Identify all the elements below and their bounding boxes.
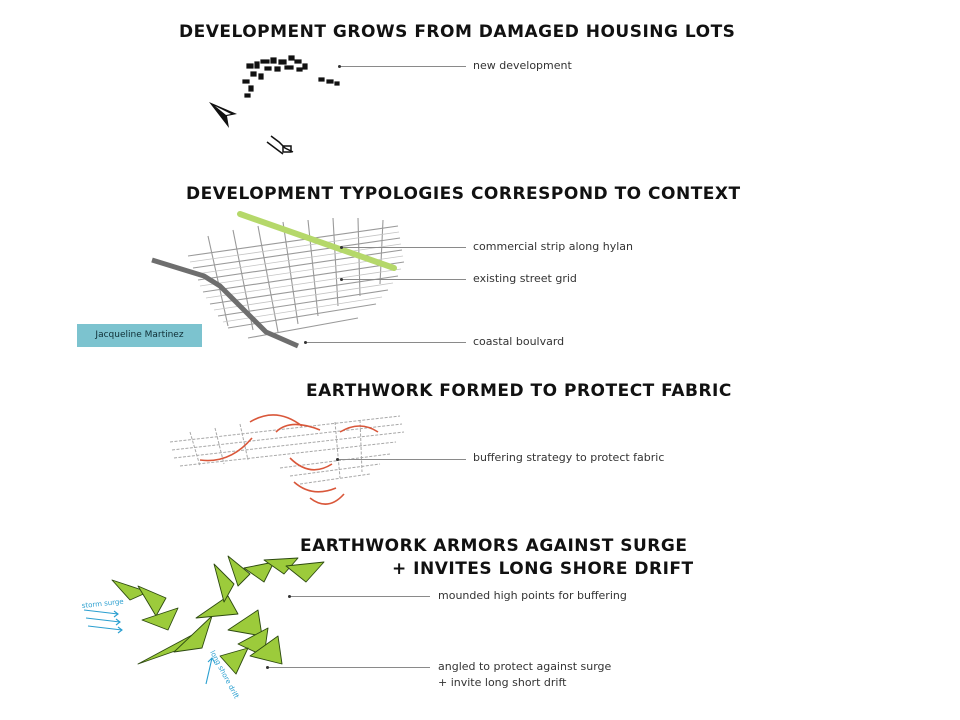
coastal-boulevard (151, 257, 300, 349)
new-development-diagram (209, 55, 340, 155)
label-coastal-boulevard: coastal boulvard (473, 335, 565, 348)
earthwork-armor-diagram: storm surge long shore drift (81, 555, 325, 700)
annotation-storm-surge: storm surge (81, 598, 124, 610)
earthwork-fabric-diagram (169, 414, 405, 505)
label-angled-protect: angled to protect against surge + invite… (438, 659, 611, 691)
section-4-title-line-2: + INVITES LONG SHORE DRIFT (392, 559, 694, 579)
label-commercial-strip: commercial strip along hylan (473, 240, 633, 253)
label-buffering-strategy: buffering strategy to protect fabric (473, 451, 665, 464)
label-new-development: new development (473, 59, 572, 72)
commercial-strip (237, 211, 397, 271)
street-grid-diagram (151, 211, 405, 349)
section-4-title-line-1: EARTHWORK ARMORS AGAINST SURGE (300, 536, 688, 556)
label-angled-protect-line-1: angled to protect against surge (438, 660, 612, 673)
author-name-tag: Jacqueline Martinez (77, 324, 202, 347)
section-3-title: EARTHWORK FORMED TO PROTECT FABRIC (306, 381, 732, 401)
label-angled-protect-line-2: + invite long short drift (438, 675, 567, 689)
section-1-title: DEVELOPMENT GROWS FROM DAMAGED HOUSING L… (179, 22, 736, 42)
section-2-title: DEVELOPMENT TYPOLOGIES CORRESPOND TO CON… (186, 184, 741, 204)
label-mounded-high-points: mounded high points for buffering (438, 589, 627, 602)
label-existing-street-grid: existing street grid (473, 272, 577, 285)
